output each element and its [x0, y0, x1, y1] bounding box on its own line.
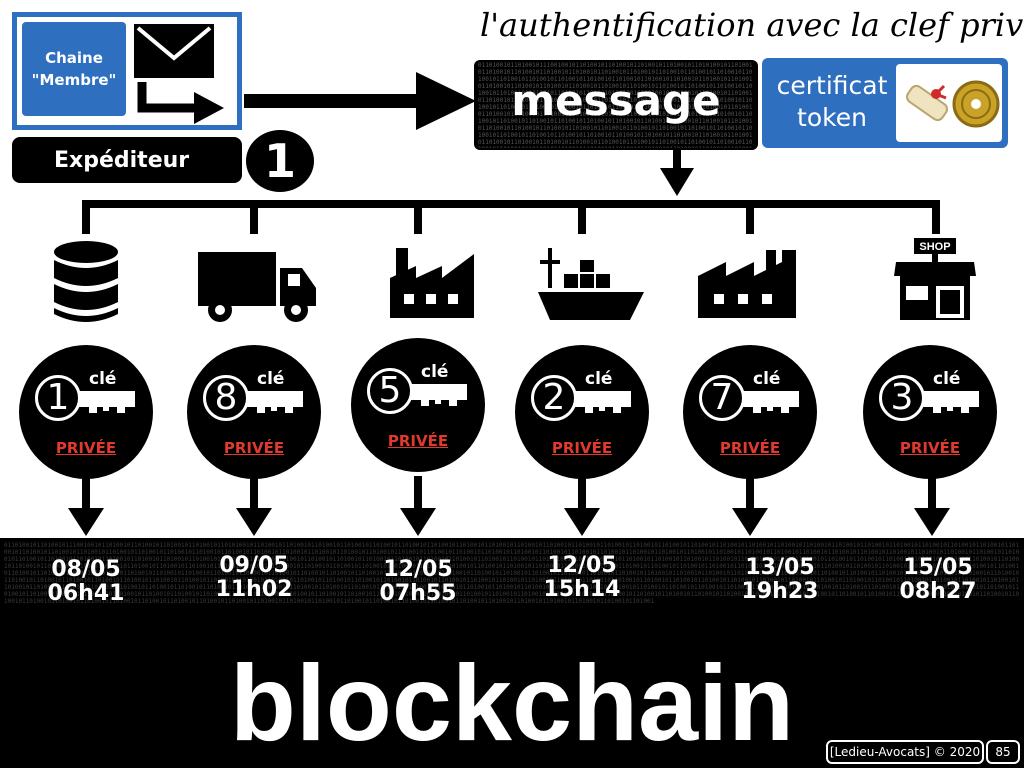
key-type: PRIVÉE: [899, 439, 961, 457]
footer-credit: [Ledieu-Avocats] © 2020: [826, 740, 984, 764]
shop-sign: SHOP: [919, 241, 950, 253]
sender-label-text: Expéditeur: [54, 147, 190, 173]
binary-pattern: 0110100101101001011100100101101001011010…: [4, 542, 1020, 605]
key-number: 5: [367, 368, 413, 414]
member-chain-line1: Chaine: [45, 49, 103, 67]
certificate-line2: token: [797, 103, 867, 132]
page-title: l'authentification avec la clef privée: [480, 6, 1024, 44]
key-type: PRIVÉE: [223, 439, 285, 457]
block-time: 06h41: [47, 581, 125, 606]
key-type: PRIVÉE: [55, 439, 117, 457]
private-key-node: 3 clé PRIVÉE: [863, 345, 997, 479]
binary-pattern: 0110100101101001011100100101101001011010…: [478, 62, 753, 148]
key-label: clé: [585, 369, 613, 389]
key-label: clé: [933, 369, 961, 389]
block-time: 08h27: [899, 579, 977, 604]
private-key-node: 1 clé PRIVÉE: [19, 345, 153, 479]
blockchain-label: blockchain: [229, 642, 795, 763]
step-number: 1: [263, 134, 296, 188]
block-timestamp: 08/05 06h41: [26, 558, 146, 606]
arrow-right-icon: [244, 72, 476, 130]
key-label: clé: [421, 362, 449, 382]
sender-label: Expéditeur: [12, 137, 242, 183]
key-label: clé: [257, 369, 285, 389]
key-icon: [247, 391, 303, 413]
factory-icon: [390, 248, 474, 318]
scroll-icon: [905, 84, 949, 122]
key-type: PRIVÉE: [719, 439, 781, 457]
shop-icon: SHOP: [894, 238, 976, 320]
block-date: 09/05: [219, 553, 289, 578]
key-label: clé: [89, 369, 117, 389]
key-icon: [575, 391, 631, 413]
block-time: 11h02: [215, 577, 293, 602]
key-number: 3: [879, 375, 925, 421]
cargo-ship-icon: [538, 248, 644, 320]
member-chain-line2: "Membre": [31, 71, 117, 89]
private-key-node: 2 clé PRIVÉE: [515, 345, 649, 479]
truck-icon: [198, 252, 316, 322]
key-icon: [923, 391, 979, 413]
block-timestamp: 13/05 19h23: [720, 556, 840, 604]
token-coin-icon: [952, 80, 1000, 128]
block-timestamp: 12/05 07h55: [358, 558, 478, 606]
distribution-connectors: [68, 150, 950, 536]
message-box: 0110100101101001011100100101101001011010…: [474, 60, 758, 150]
key-icon: [743, 391, 799, 413]
block-time: 07h55: [379, 581, 457, 606]
key-number: 7: [699, 375, 745, 421]
block-time: 15h14: [543, 577, 621, 602]
key-number: 2: [531, 375, 577, 421]
block-timestamp: 12/05 15h14: [522, 554, 642, 602]
key-label: clé: [753, 369, 781, 389]
send-mail-icon: [134, 24, 224, 124]
block-date: 15/05: [903, 555, 973, 580]
certificate-label: certificat token: [770, 70, 894, 134]
database-icon: [54, 241, 118, 322]
certificate-icons: [896, 64, 1002, 142]
member-chain-box: Chaine "Membre": [22, 22, 126, 116]
factory-icon: [698, 250, 796, 318]
key-type: PRIVÉE: [387, 432, 449, 450]
block-timestamp: 09/05 11h02: [194, 554, 314, 602]
key-icon: [79, 391, 135, 413]
block-date: 13/05: [745, 555, 815, 580]
block-time: 19h23: [741, 579, 819, 604]
certificate-line1: certificat: [776, 71, 888, 100]
message-label: message: [511, 76, 721, 125]
key-icon: [411, 384, 467, 406]
block-date: 12/05: [383, 557, 453, 582]
block-date: 12/05: [547, 553, 617, 578]
private-key-node: 7 clé PRIVÉE: [683, 345, 817, 479]
key-number: 1: [35, 375, 81, 421]
step-badge: 1: [246, 130, 314, 192]
blockchain-area: 0110100101101001011100100101101001011010…: [0, 538, 1024, 768]
page-number: 85: [986, 740, 1020, 764]
key-type: PRIVÉE: [551, 439, 613, 457]
block-timestamp: 15/05 08h27: [878, 556, 998, 604]
private-key-node: 5 clé PRIVÉE: [351, 338, 485, 472]
private-key-node: 8 clé PRIVÉE: [187, 345, 321, 479]
key-number: 8: [203, 375, 249, 421]
block-date: 08/05: [51, 557, 121, 582]
